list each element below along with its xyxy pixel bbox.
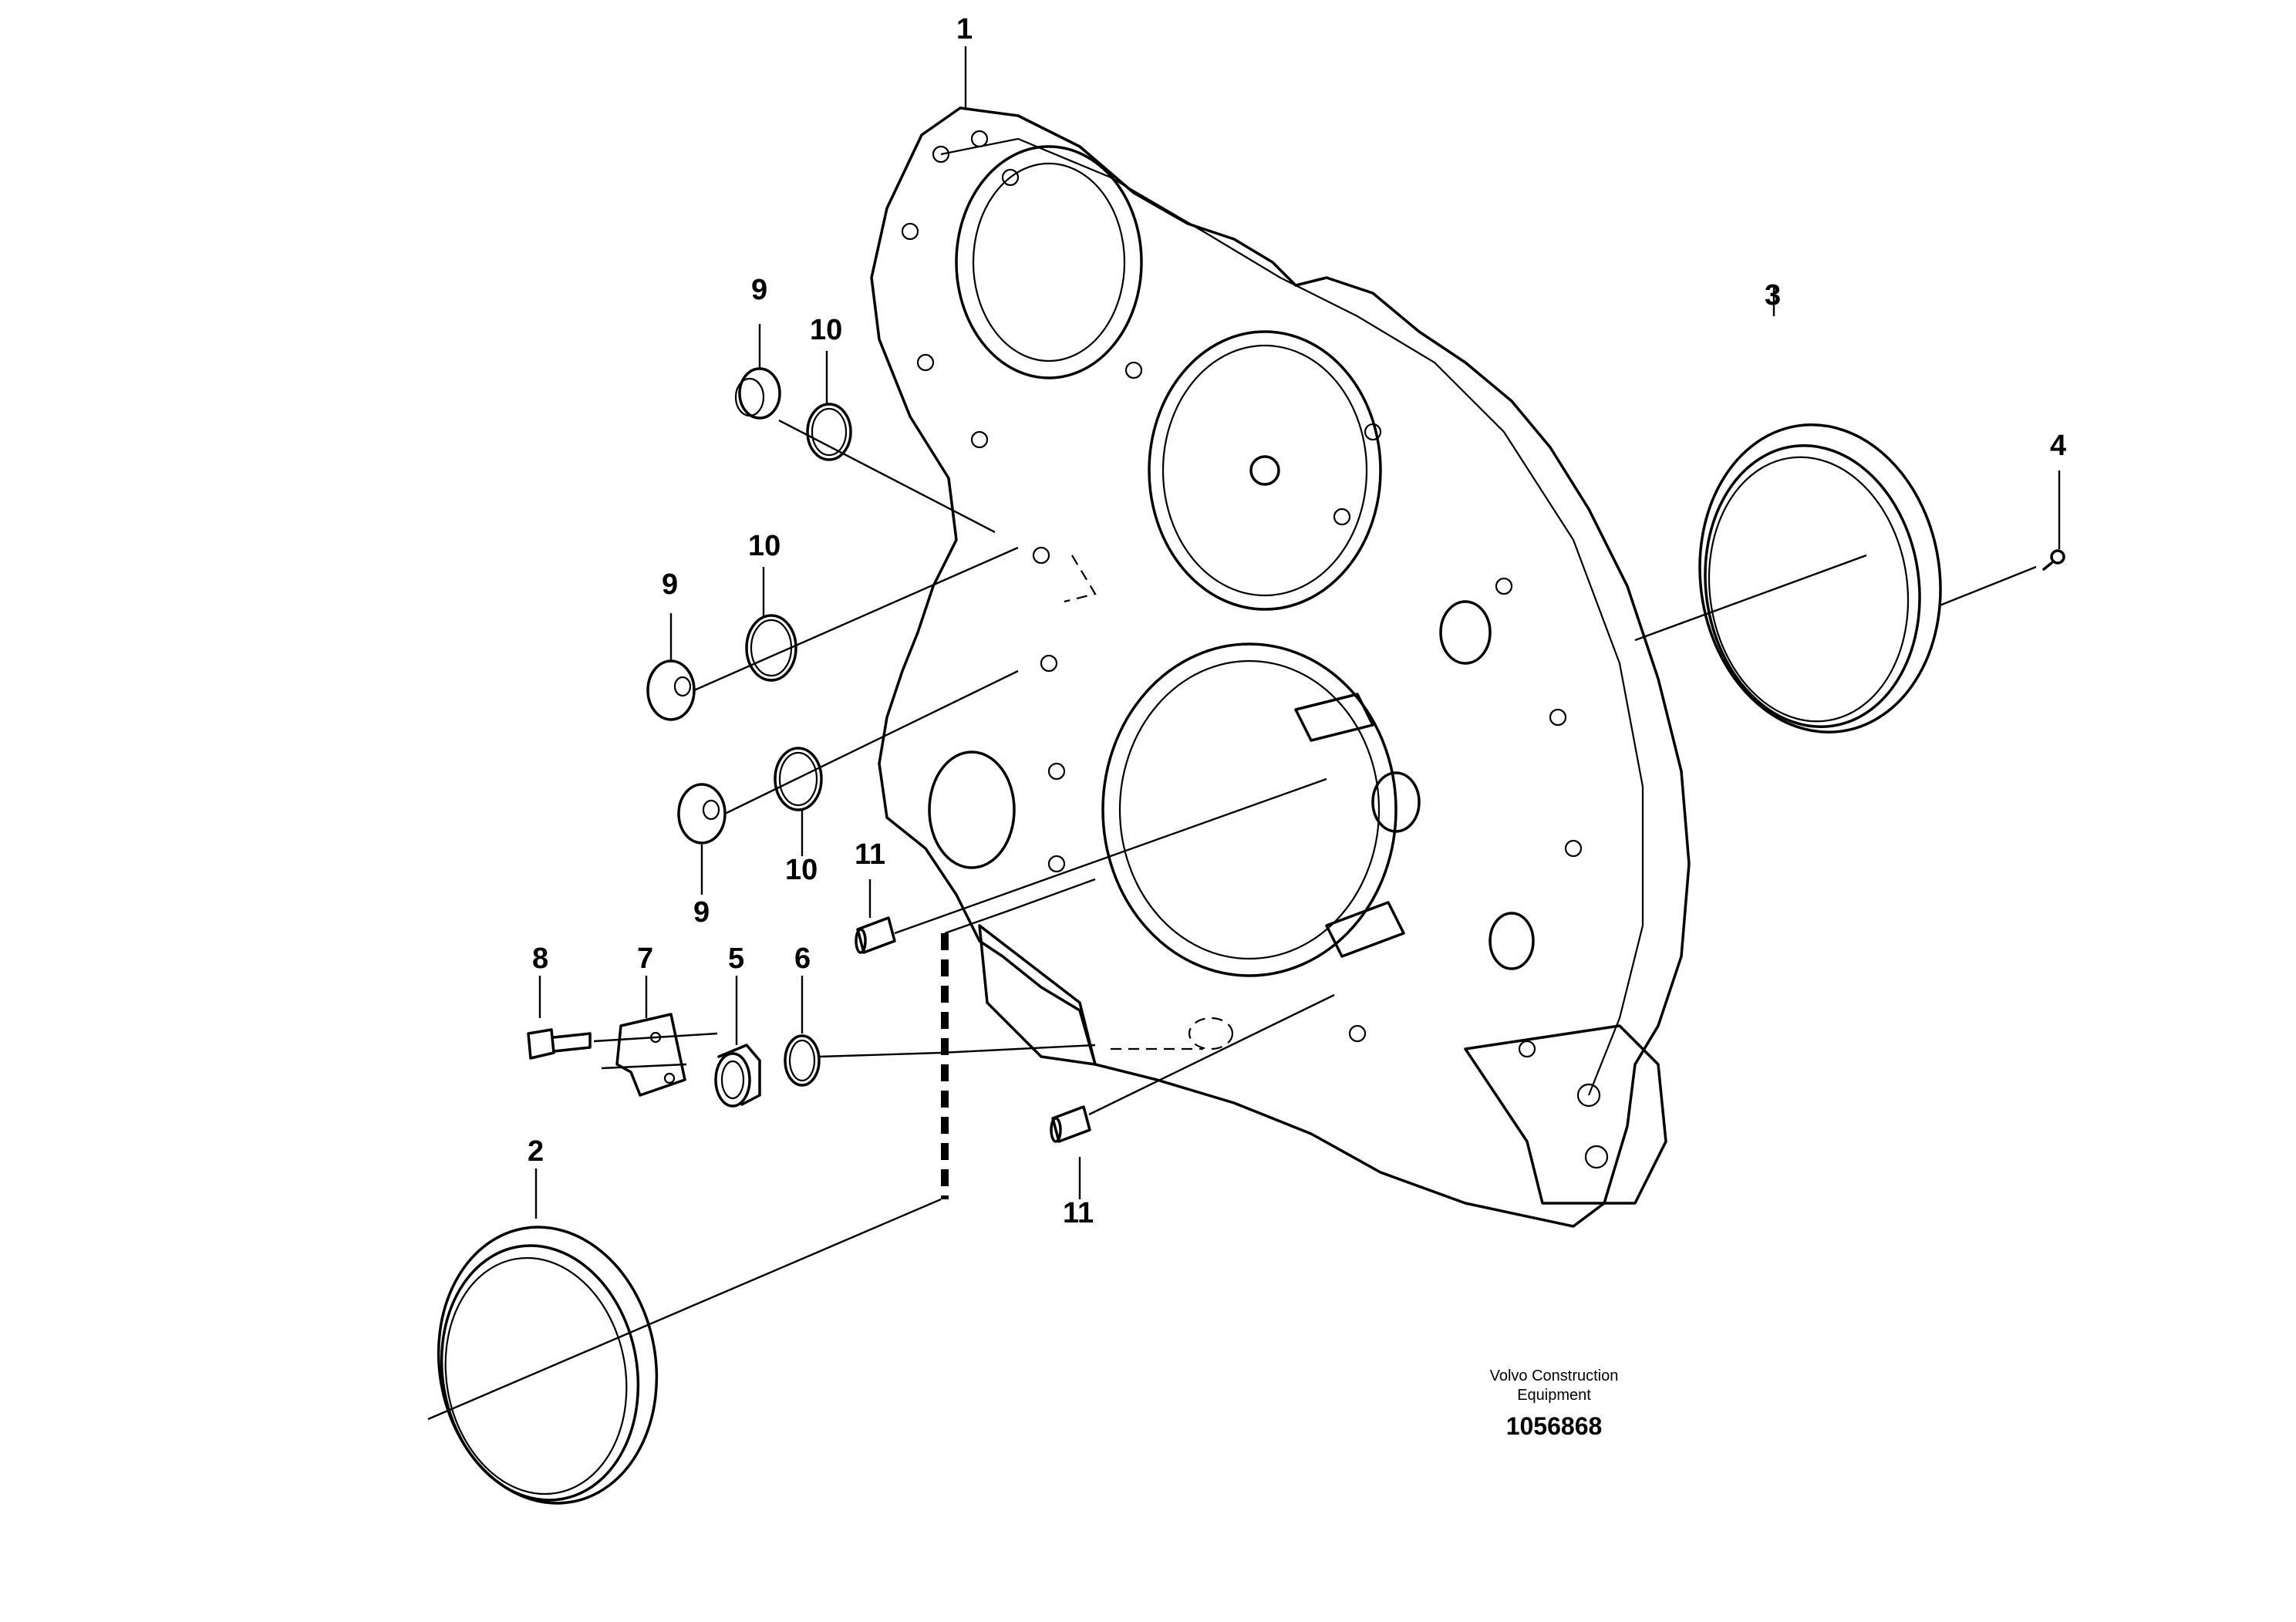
- callout-9: 9: [662, 568, 678, 601]
- bushing-5: [714, 1044, 761, 1108]
- callout-9: 9: [751, 274, 767, 306]
- drawing-number: 1056868: [1506, 1412, 1603, 1440]
- timing-gear-housing: [870, 106, 1691, 1228]
- screw-4: [2042, 549, 2065, 571]
- leader-lines: [427, 46, 2061, 1421]
- callout-10: 10: [785, 854, 818, 886]
- sleeve-11-lower: [1050, 1105, 1091, 1143]
- sleeve-11-upper: [855, 916, 896, 954]
- screw-8: [527, 1028, 592, 1060]
- callout-1: 1: [956, 13, 973, 46]
- callout-11: 11: [855, 838, 885, 871]
- callout-6: 6: [794, 943, 811, 975]
- callout-3: 3: [1765, 279, 1781, 312]
- o-ring-10-lower: [774, 747, 823, 811]
- seal-ring-3: [1698, 423, 1942, 733]
- callout-4: 4: [2050, 430, 2066, 462]
- callout-10: 10: [748, 530, 781, 562]
- o-ring-10-top: [806, 403, 852, 461]
- callout-2: 2: [528, 1135, 544, 1168]
- callout-11: 11: [1063, 1197, 1094, 1229]
- plug-9-top: [734, 367, 781, 420]
- brand-line-2: Equipment: [1517, 1387, 1591, 1404]
- drawing-caption: Volvo Construction Equipment 1056868: [1490, 1367, 1619, 1440]
- callout-9: 9: [693, 896, 710, 929]
- o-ring-6: [784, 1034, 821, 1087]
- brand-line-1: Volvo Construction: [1490, 1367, 1619, 1384]
- clamp-7: [615, 1013, 686, 1097]
- callout-labels: 1 9 10 10 9 10 9 11 11 3 4 8 7 5 6 2: [528, 13, 2066, 1229]
- plug-9-middle: [646, 659, 696, 721]
- seal-ring-2: [437, 1226, 659, 1505]
- callout-8: 8: [532, 943, 548, 975]
- plug-9-lower: [677, 783, 727, 845]
- callout-5: 5: [728, 943, 744, 975]
- callout-7: 7: [637, 943, 653, 975]
- callout-10: 10: [810, 314, 842, 346]
